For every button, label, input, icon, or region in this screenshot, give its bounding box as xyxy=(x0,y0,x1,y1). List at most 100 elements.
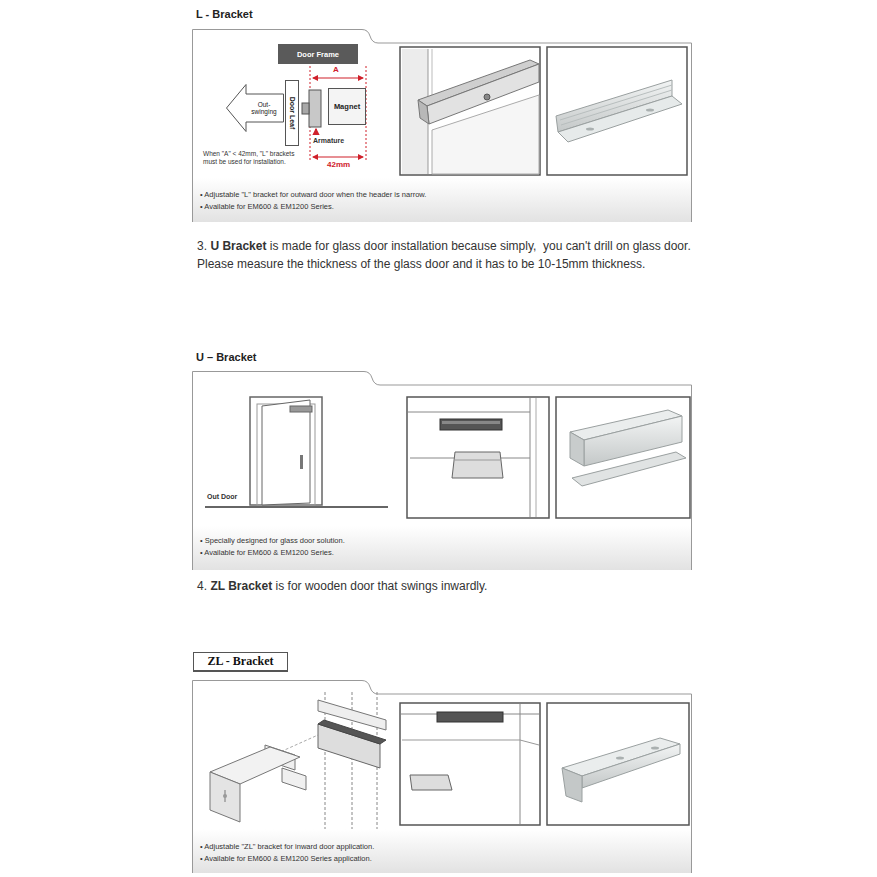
bracket-name: ZL Bracket xyxy=(210,579,272,593)
installation-photo xyxy=(408,412,530,413)
installation-photo xyxy=(432,49,433,100)
door-label: Out Door xyxy=(207,493,237,500)
installation-photo xyxy=(427,64,539,124)
bracket-panel: L - Bracket• Adjustable "L" bracket for … xyxy=(192,29,692,222)
bracket-panel: • Adjustable "ZL" bracket for inward doo… xyxy=(192,680,692,873)
door-drawing xyxy=(262,400,310,505)
installation-photo xyxy=(455,460,500,461)
bracket-photo xyxy=(547,703,689,825)
installation-photo xyxy=(400,703,540,825)
node-label: Magnet xyxy=(334,102,360,111)
exploded-view xyxy=(223,794,227,798)
panel-footer xyxy=(193,829,691,873)
exploded-view xyxy=(210,692,386,830)
bullet-note: • Available for EM600 & EM1200 Series. xyxy=(200,548,334,557)
bracket-photo xyxy=(651,747,659,750)
bullet-note: • Specially designed for glass door solu… xyxy=(200,536,345,545)
panel-footer xyxy=(193,526,691,570)
installation-photo xyxy=(484,94,490,100)
door-frame-box: Door Frame xyxy=(278,44,358,64)
bracket-photo xyxy=(562,768,582,802)
panel-footer xyxy=(193,178,691,222)
bracket-photo xyxy=(560,85,672,120)
installation-photo xyxy=(442,421,500,424)
installation-photo xyxy=(400,703,540,825)
armature-plate xyxy=(309,90,321,127)
panel-title: L - Bracket xyxy=(196,8,253,20)
dimension-lines xyxy=(315,129,317,135)
step-number: 4. xyxy=(197,579,207,593)
part-label: Armature xyxy=(313,137,344,144)
armature-plate xyxy=(302,90,321,127)
node-label: Out- swinging xyxy=(231,101,279,116)
step-number: 3. xyxy=(197,239,207,253)
installation-photo xyxy=(407,397,549,518)
bracket-photo xyxy=(586,128,594,131)
bracket-photo xyxy=(547,47,687,175)
installation-photo xyxy=(520,704,521,824)
bracket-photo xyxy=(556,397,690,518)
installation-photo xyxy=(440,419,502,430)
node-label: ZL - Bracket xyxy=(208,654,274,669)
node-label: Door Frame xyxy=(297,50,339,59)
bracket-photo xyxy=(616,757,624,760)
bracket-photo xyxy=(547,703,689,825)
magnet-box: Magnet xyxy=(328,88,366,125)
dimension-label: A xyxy=(333,65,339,74)
bracket-name: U Bracket xyxy=(210,239,266,253)
panel-heading: ZL - Bracket xyxy=(193,652,288,672)
dimension-lines xyxy=(313,77,363,78)
exploded-view xyxy=(282,768,306,790)
exploded-view xyxy=(318,720,386,744)
dimension-label: 42mm xyxy=(327,160,350,169)
bullet-note: • Adjustable "L" bracket for outward doo… xyxy=(200,190,426,199)
paragraph-text: is for wooden door that swings inwardly. xyxy=(276,579,488,593)
installation-photo xyxy=(402,740,520,741)
bullet-note: • Adjustable "ZL" bracket for inward doo… xyxy=(200,842,374,851)
bracket-photo xyxy=(646,109,654,112)
direction-arrow: Out- swinging xyxy=(226,84,284,132)
installation-photo xyxy=(452,452,503,478)
panel-title: U – Bracket xyxy=(196,351,257,363)
installation-photo xyxy=(520,740,539,745)
paragraph: 3.U Bracketis made for glass door instal… xyxy=(197,237,697,273)
note-text: When "A" < 42mm, "L" brackets must be us… xyxy=(203,150,303,166)
door-drawing xyxy=(250,397,322,505)
paragraph: 4.ZL Bracket is for wooden door that swin… xyxy=(197,577,697,595)
bracket-photo xyxy=(582,744,680,788)
arrow-shape xyxy=(227,85,284,132)
installation-photo xyxy=(418,100,429,124)
installation-photo xyxy=(437,712,503,722)
installation-photo xyxy=(536,398,537,517)
door-drawing xyxy=(205,506,388,508)
bracket-photo xyxy=(556,397,690,518)
paragraph-text: is made for glass door installation beca… xyxy=(197,239,694,271)
armature-plate xyxy=(302,103,309,114)
installation-photo xyxy=(402,49,428,174)
dimension-lines xyxy=(313,156,363,157)
node-label: Door Leaf xyxy=(289,97,296,130)
bracket-photo xyxy=(570,432,584,466)
door-leaf-box: Door Leaf xyxy=(285,80,299,146)
bracket-photo xyxy=(558,96,682,142)
bullet-note: • Available for EM600 & EM1200 Series ap… xyxy=(200,854,372,863)
bracket-photo xyxy=(572,452,686,486)
door-drawing xyxy=(290,406,312,412)
dimension-lines xyxy=(310,66,366,162)
bullet-note: • Available for EM600 & EM1200 Series. xyxy=(200,202,334,211)
exploded-view xyxy=(210,772,240,822)
bracket-photo xyxy=(547,47,687,175)
door-drawing xyxy=(205,397,388,507)
door-drawing xyxy=(300,455,303,469)
installation-photo xyxy=(407,397,549,518)
installation-photo xyxy=(400,47,540,175)
installation-photo xyxy=(400,47,540,175)
panel-border xyxy=(193,372,692,571)
bracket-photo xyxy=(561,90,672,125)
bracket-panel: U – Bracket• Specially designed for glas… xyxy=(192,371,692,570)
panel-border xyxy=(193,681,692,874)
panel-border xyxy=(193,30,692,223)
